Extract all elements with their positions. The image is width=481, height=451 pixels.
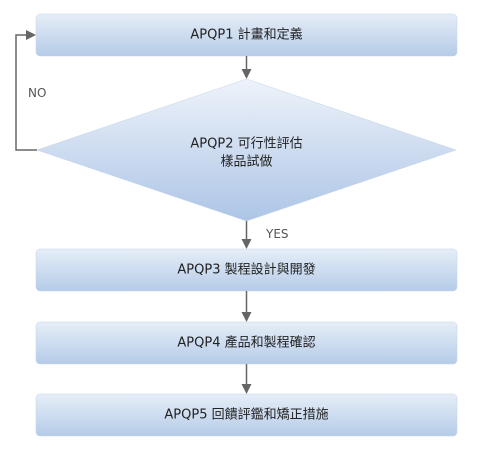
step4-node: APQP4 產品和製程確認 [35,321,458,365]
decision-node: APQP2 可行性評估 樣品試做 [36,78,457,222]
step1-node: APQP1 計畫和定義 [35,13,458,57]
step1-label: APQP1 計畫和定義 [190,27,302,43]
step3-node: APQP3 製程設計與開發 [35,248,458,292]
decision-label-line2: 樣品試做 [220,154,272,170]
decision-label-line1: APQP2 可行性評估 [190,137,302,152]
step5-label: APQP5 回饋評鑑和矯正措施 [164,407,328,423]
step5-node: APQP5 回饋評鑑和矯正措施 [35,393,458,437]
step4-label: APQP4 產品和製程確認 [177,335,315,351]
step5-box [35,393,458,437]
yes-label: YES [265,227,289,241]
step3-label: APQP3 製程設計與開發 [177,262,315,278]
connector-no-loop [15,30,37,151]
no-label: NO [28,86,46,100]
